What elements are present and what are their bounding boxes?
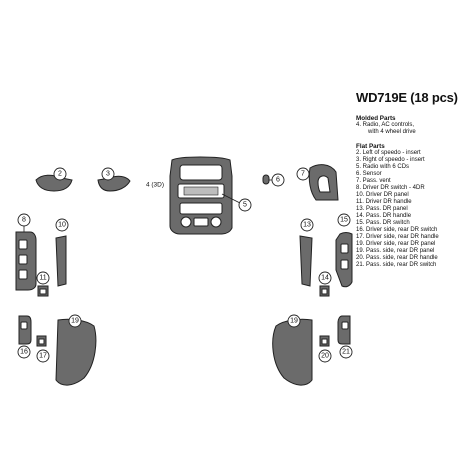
callout-6-label: 6 [276,177,280,184]
legend-item: 16. Driver side, rear DR switch [356,227,438,233]
part-20-pass-rear-dr-handle [319,335,330,347]
callout-3-label: 3 [106,171,110,178]
callout-19b-label: 19 [290,318,298,325]
legend-item: 19. Pass. side, rear DR panel [356,248,435,254]
legend-item: 17. Driver side, rear DR handle [356,234,439,240]
part-16-driver-rear-dr-switch [18,315,32,345]
callout-15-label: 15 [340,217,348,224]
part-21-pass-rear-dr-switch [337,315,351,345]
legend-item: 13. Pass. DR panel [356,206,408,212]
callout-19-pass: 19 [287,314,301,328]
callout-2-label: 2 [58,171,62,178]
kit-title: WD719E (18 pcs) [356,90,458,105]
callout-4-label: 4 (3D) [146,182,164,189]
legend-item: 5. Radio with 6 CDs [356,164,410,170]
callout-14-label: 14 [321,275,329,282]
part-17-driver-rear-dr-handle [36,335,47,347]
legend-item: 10. Driver DR panel [356,192,409,198]
molded-parts-list: 4. Radio, AC controls,with 4 wheel drive [356,122,472,136]
molded-parts-heading: Molded Parts [356,115,396,122]
legend-item: 2. Left of speedo - insert [356,150,421,156]
callout-7: 7 [296,167,310,181]
part-8-driver-dr-switch [15,231,37,291]
callout-11: 11 [36,271,50,285]
legend-item: 4. Radio, AC controls, [356,122,415,128]
callout-20-label: 20 [321,353,329,360]
callout-3: 3 [101,167,115,181]
legend-item: 19. Driver side, rear DR panel [356,241,436,247]
legend-item: 20. Pass. side, rear DR handle [356,255,438,261]
legend-item: 15. Pass. DR switch [356,220,410,226]
callout-19a-label: 19 [71,318,79,325]
part-13-pass-dr-panel [299,235,313,287]
callout-5-label: 5 [243,202,247,209]
part-11-driver-dr-handle [37,285,49,297]
legend-item: 21. Pass. side, rear DR switch [356,262,437,268]
callout-4-3d: 4 (3D) [146,182,164,189]
parts-legend: Molded Parts 4. Radio, AC controls,with … [356,115,472,269]
part-7-pass-vent [308,164,339,201]
part-2-left-speedo-insert [35,174,73,192]
part-10-driver-dr-panel [55,235,67,287]
callout-6: 6 [269,173,285,187]
part-19-pass-rear-dr-panel [272,318,313,386]
part-3-right-speedo-insert [97,175,131,192]
callout-19-driver: 19 [68,314,82,328]
legend-item: 14. Pass. DR handle [356,213,412,219]
legend-item: 6. Sensor [356,171,382,177]
callout-8: 8 [17,213,31,232]
part-4-radio-ac-bezel [169,156,233,235]
callout-10-label: 10 [58,222,66,229]
callout-21-label: 21 [342,349,350,356]
legend-item: 11. Driver DR handle [356,199,412,205]
part-15-pass-dr-switch [335,232,353,288]
part-14-pass-dr-handle [319,285,330,297]
legend-item: 7. Pass. vent [356,178,391,184]
legend-item: 8. Driver DR switch - 4DR [356,185,425,191]
part-19-driver-rear-dr-panel [55,318,97,386]
callout-16-label: 16 [20,349,28,356]
callout-13-label: 13 [303,222,311,229]
callout-21: 21 [339,345,353,359]
callout-11-label: 11 [39,275,46,282]
callout-17-label: 17 [39,353,47,360]
callout-17: 17 [36,349,50,363]
callout-10: 10 [55,218,69,232]
callout-8-label: 8 [22,217,26,224]
callout-14: 14 [318,271,332,285]
part-6-sensor [262,174,270,185]
callout-7-label: 7 [301,171,305,178]
callout-2: 2 [53,167,67,181]
callout-13: 13 [300,218,314,232]
callout-5: 5 [221,193,252,212]
flat-parts-heading: Flat Parts [356,143,385,150]
legend-item: with 4 wheel drive [368,129,416,135]
callout-20: 20 [318,349,332,363]
callout-15: 15 [337,213,351,227]
callout-16: 16 [17,345,31,359]
legend-item: 3. Right of speedo - insert [356,157,425,163]
